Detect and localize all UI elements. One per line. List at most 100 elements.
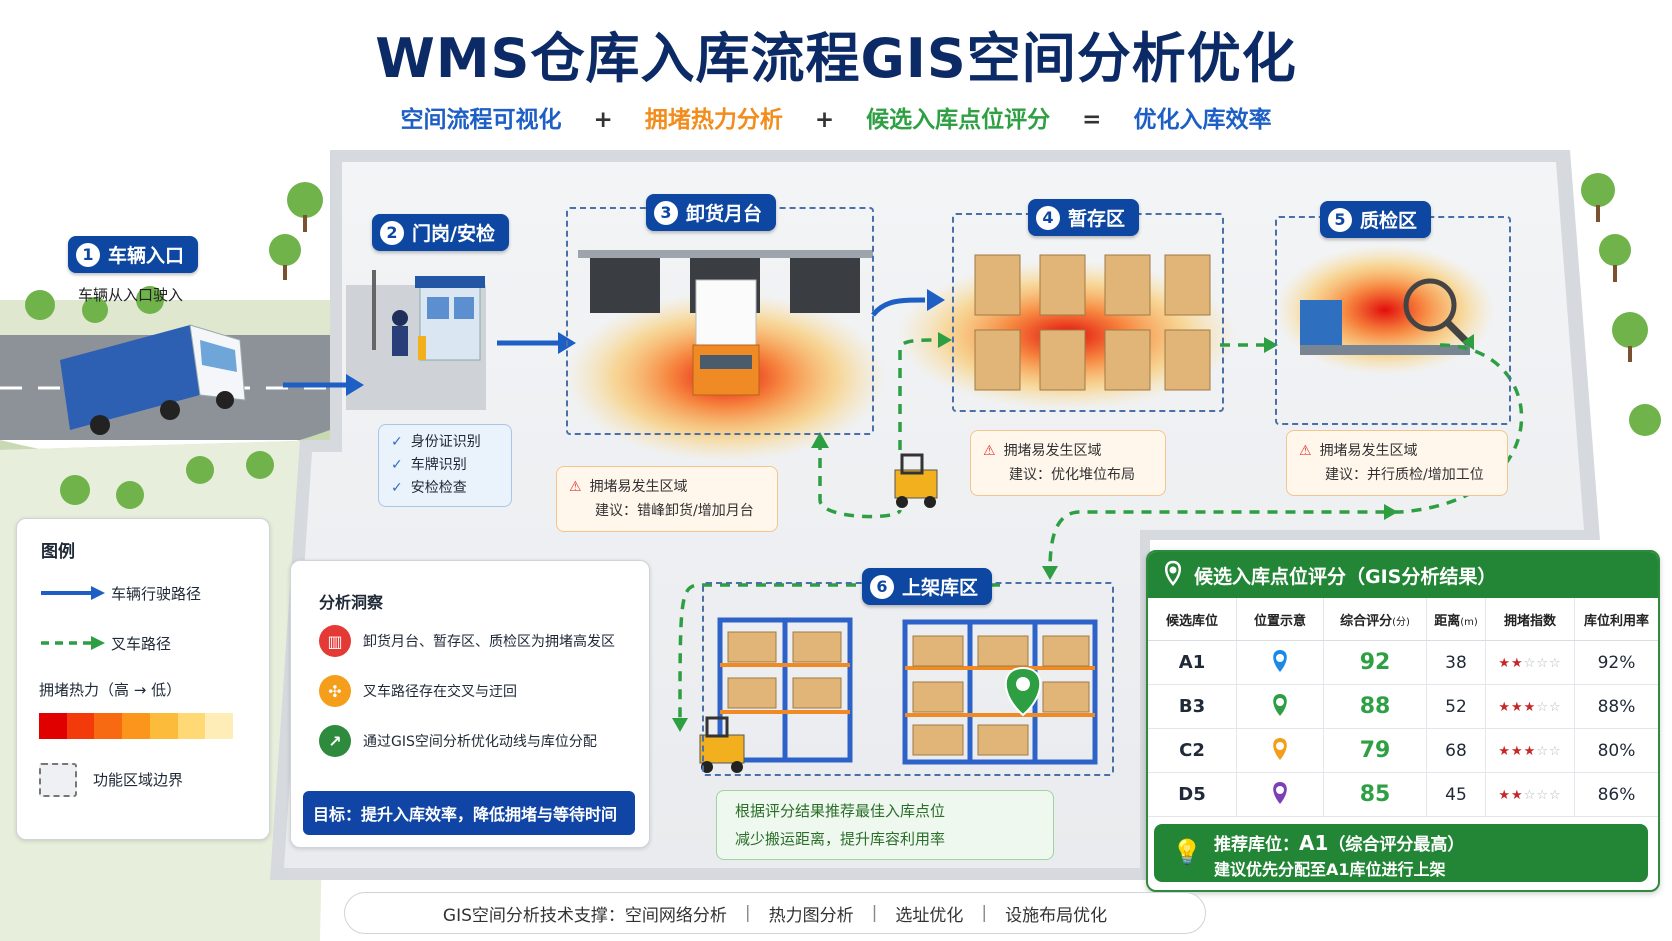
stage-label-qc[interactable]: 5 质检区	[1320, 201, 1432, 238]
lightbulb-icon: 💡	[1172, 838, 1202, 866]
insight-text: 叉车路径存在交叉与迂回	[363, 684, 517, 700]
formula-plus-1: +	[593, 107, 613, 133]
recommend-banner: 💡 推荐库位：A1（综合评分最高） 建议优先分配至A1库位进行上架	[1154, 824, 1648, 882]
recommend-note-line2: 减少搬运距离，提升库容利用率	[735, 830, 946, 848]
warning-suggestion: 建议：优化堆位布局	[1009, 467, 1135, 483]
cell-dist: 38	[1426, 640, 1486, 685]
warning-suggestion: 建议：错峰卸货/增加月台	[595, 503, 754, 519]
warning-title: 拥堵易发生区域	[589, 479, 688, 495]
insight-text: 卸货月台、暂存区、质检区为拥堵高发区	[363, 634, 615, 650]
warning-title: 拥堵易发生区域	[1003, 443, 1102, 459]
heat-swatch	[66, 713, 95, 739]
recommend-line2: 建议优先分配至A1库位进行上架	[1214, 860, 1446, 879]
cross-path-icon: ✣	[319, 675, 351, 707]
location-pin-icon	[1273, 693, 1287, 716]
col-header-score-unit: (分)	[1392, 616, 1410, 628]
footer-prefix-label: GIS空间分析技术支撑：	[442, 905, 625, 926]
score-panel: 候选入库点位评分（GIS分析结果） 候选库位 位置示意 综合评分(分) 距离(m…	[1146, 550, 1660, 892]
checklist-item: ✓安检检查	[391, 477, 499, 500]
cell-util: 92%	[1574, 640, 1658, 685]
heat-swatch	[177, 713, 206, 739]
zone-qc-area	[1275, 216, 1511, 425]
cell-jam: ★★★☆☆	[1485, 728, 1575, 773]
col-header-dist-label: 距离	[1434, 613, 1461, 629]
recommend-note: 根据评分结果推荐最佳入库点位 减少搬运距离，提升库容利用率	[716, 790, 1054, 860]
cell-util: 86%	[1574, 772, 1658, 817]
col-header-id: 候选库位	[1148, 598, 1237, 641]
recommend-note-line1: 根据评分结果推荐最佳入库点位	[735, 802, 946, 820]
racks-zone6	[717, 617, 1098, 765]
stage-title: 上架库区	[902, 577, 979, 599]
cell-id: B3	[1148, 684, 1237, 729]
zone-shelving-area	[702, 582, 1114, 776]
insights-panel: 分析洞察 ▥ 卸货月台、暂存区、质检区为拥堵高发区 ✣ 叉车路径存在交叉与迂回 …	[290, 560, 650, 848]
formula-part-visualization: 空间流程可视化	[400, 107, 562, 133]
stage-title: 卸货月台	[686, 203, 763, 225]
cell-jam: ★★★☆☆	[1485, 684, 1575, 729]
legend-vehicle-path: 车辆行驶路径	[111, 585, 202, 603]
footer-separator: |	[744, 903, 751, 923]
formula-part-scoring: 候选入库点位评分	[866, 107, 1051, 133]
jam-stars: ★★☆☆☆	[1498, 787, 1562, 803]
legend-title: 图例	[41, 542, 75, 562]
chart-icon: ▥	[319, 625, 351, 657]
col-header-dist: 距离(m)	[1426, 598, 1486, 641]
forklift-path-lines	[678, 338, 1524, 721]
stage-label-dock[interactable]: 3 卸货月台	[646, 194, 777, 231]
footer-item: 热力图分析	[768, 905, 854, 926]
recommend-suffix: （综合评分最高）	[1328, 835, 1465, 855]
gate-checklist: ✓身份证识别 ✓车牌识别 ✓安检检查	[378, 424, 512, 507]
insight-item: ▥ 卸货月台、暂存区、质检区为拥堵高发区	[319, 625, 639, 657]
cell-jam: ★★☆☆☆	[1485, 640, 1575, 685]
zone-staging-area	[952, 213, 1224, 412]
stage-title: 门岗/安检	[412, 223, 495, 245]
cell-util: 88%	[1574, 684, 1658, 729]
stage-label-staging[interactable]: 4 暂存区	[1028, 199, 1140, 236]
jam-stars: ★★★☆☆	[1498, 743, 1562, 759]
checklist-item-label: 身份证识别	[410, 434, 481, 450]
insights-list: ▥ 卸货月台、暂存区、质检区为拥堵高发区 ✣ 叉车路径存在交叉与迂回 ↗ 通过G…	[319, 625, 639, 775]
footer-item: 设施布局优化	[1005, 905, 1108, 926]
cell-pos	[1236, 640, 1324, 685]
stage-number: 6	[870, 574, 894, 599]
heat-swatch	[39, 713, 67, 739]
cell-pos	[1236, 728, 1324, 773]
warning-qc: ⚠拥堵易发生区域 建议：并行质检/增加工位	[1286, 430, 1508, 496]
footer-item: 选址优化	[895, 905, 964, 926]
cell-jam: ★★☆☆☆	[1485, 772, 1575, 817]
stage-label-shelving[interactable]: 6 上架库区	[862, 568, 993, 605]
footer-prefix: GIS空间分析技术支撑：空间网络分析	[443, 901, 727, 926]
score-panel-title: 候选入库点位评分（GIS分析结果）	[1194, 565, 1497, 588]
check-circle-icon: ✓	[391, 457, 403, 473]
jam-stars: ★★★☆☆	[1498, 699, 1562, 715]
insight-item: ✣ 叉车路径存在交叉与迂回	[319, 675, 639, 707]
formula-line: 空间流程可视化 + 拥堵热力分析 + 候选入库点位评分 = 优化入库效率	[0, 100, 1672, 134]
stage-label-gate[interactable]: 2 门岗/安检	[372, 214, 509, 251]
location-pin-icon	[1273, 737, 1287, 760]
recommended-pin-map	[1004, 666, 1042, 717]
col-header-pos: 位置示意	[1236, 598, 1324, 641]
score-panel-header: 候选入库点位评分（GIS分析结果）	[1148, 552, 1658, 598]
jam-stars: ★★☆☆☆	[1498, 655, 1562, 671]
warning-triangle-icon: ⚠	[983, 443, 996, 459]
location-pin-icon	[1162, 560, 1184, 591]
zone-dock-area	[566, 207, 874, 435]
formula-plus-2: +	[814, 107, 835, 133]
stage-label-entrance[interactable]: 1 车辆入口	[68, 236, 199, 273]
cell-id: C2	[1148, 728, 1237, 773]
footer-separator: |	[981, 903, 988, 923]
formula-result: 优化入库效率	[1133, 107, 1272, 133]
heat-swatch	[149, 713, 178, 739]
footer-separator: |	[871, 903, 878, 923]
cell-score: 92	[1323, 640, 1427, 685]
cell-dist: 52	[1426, 684, 1486, 729]
check-circle-icon: ✓	[391, 434, 403, 450]
warning-triangle-icon: ⚠	[569, 479, 582, 495]
trees-decoration	[25, 173, 1661, 509]
score-table-header: 候选库位 位置示意 综合评分(分) 距离(m) 拥堵指数 库位利用率	[1148, 598, 1658, 641]
recommend-prefix: 推荐库位：	[1214, 835, 1299, 855]
